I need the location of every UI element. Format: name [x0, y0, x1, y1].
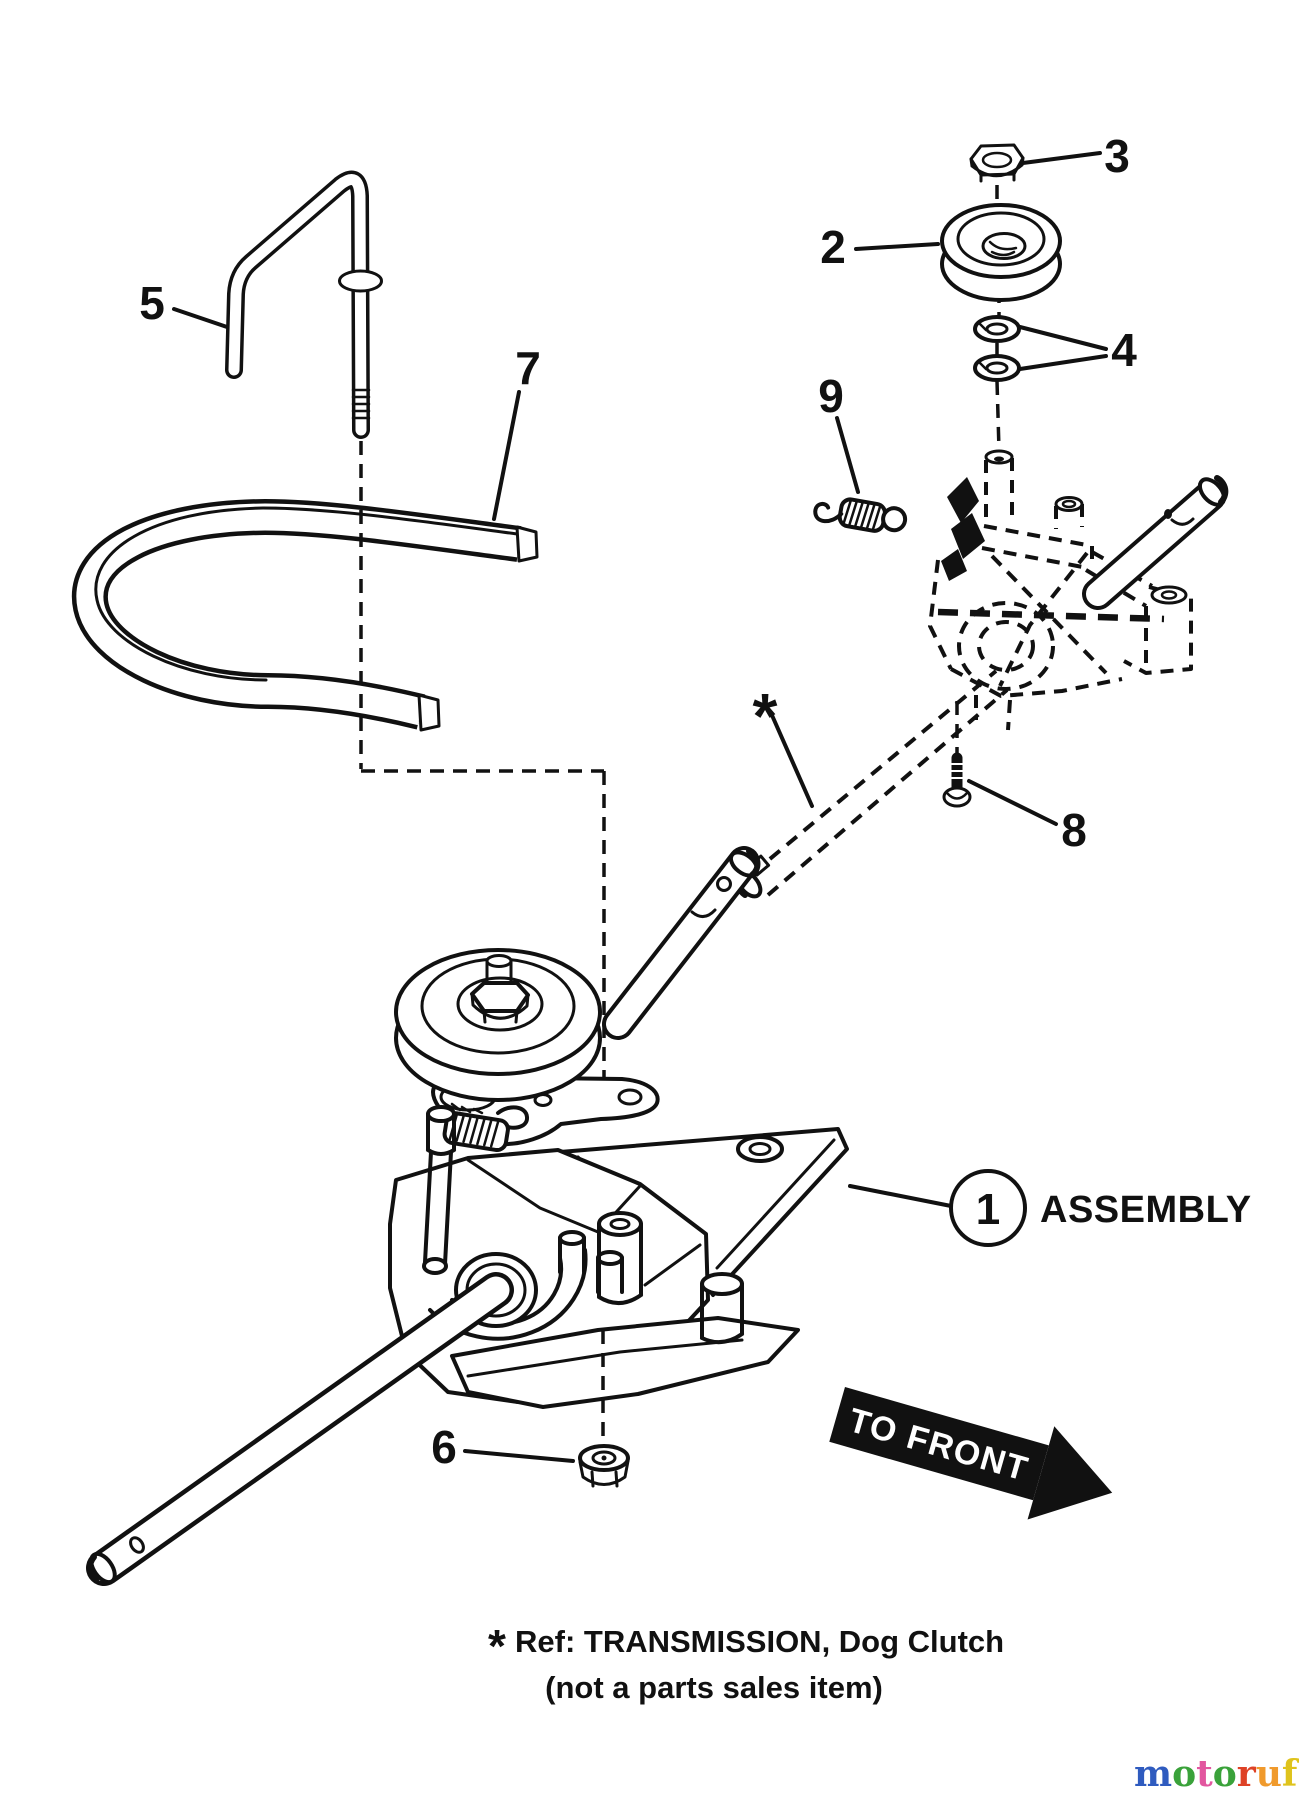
watermark-logo[interactable]: motoruf.de	[1134, 1753, 1299, 1795]
axle-shaft	[86, 1272, 514, 1586]
callout-leader-lines	[172, 151, 1108, 1463]
callout-part4-label: 4	[1111, 324, 1137, 376]
footnote-marker: *	[488, 1620, 506, 1672]
input-shaft	[602, 846, 761, 1040]
footnote-line1: Ref: TRANSMISSION, Dog Clutch	[515, 1624, 1004, 1659]
logo-letter: f	[1282, 1753, 1299, 1795]
logo-suffix: .de	[1297, 1766, 1299, 1791]
callout-part6-label: 6	[431, 1421, 457, 1473]
hex-nut-part3	[969, 143, 1025, 183]
callout-asterisk: *	[753, 680, 778, 752]
idler-pulley-part2	[940, 185, 1062, 451]
washers-part4	[973, 315, 1021, 382]
tension-spring	[426, 1105, 510, 1156]
to-front-arrow: TO FRONT	[829, 1387, 1113, 1520]
logo-letter: o	[1213, 1753, 1237, 1795]
ghost-transmission	[928, 449, 1229, 731]
assembly-callout-label: ASSEMBLY	[1040, 1189, 1252, 1231]
rod-part5	[225, 170, 383, 439]
to-front-arrowhead-icon	[1027, 1426, 1113, 1520]
main-assembly	[86, 846, 849, 1586]
footnote-line2: (not a parts sales item)	[545, 1670, 883, 1705]
logo-letter: r	[1237, 1753, 1257, 1795]
to-front-banner	[829, 1387, 1049, 1501]
logo-letter: t	[1196, 1753, 1213, 1795]
assembly-callout: 1 ASSEMBLY	[949, 1169, 1252, 1247]
logo-letter: m	[1134, 1753, 1172, 1795]
flange-nut-part6	[578, 1330, 630, 1488]
callout-part7-label: 7	[515, 342, 541, 394]
mount-posts	[558, 1211, 744, 1345]
main-pulley	[394, 948, 602, 1102]
callout-part3-label: 3	[1104, 130, 1130, 182]
callout-part8-label: 8	[1061, 804, 1087, 856]
belt-part7	[71, 499, 539, 732]
pulley-nut	[470, 954, 530, 1024]
logo-letter: u	[1256, 1753, 1282, 1795]
callout-part9-label: 9	[818, 370, 844, 422]
logo-letter: o	[1172, 1753, 1196, 1795]
footnote: * Ref: TRANSMISSION, Dog Clutch (not a p…	[488, 1620, 1004, 1705]
bolt-part8	[942, 701, 972, 808]
spring-part9	[813, 497, 908, 533]
assembly-callout-number: 1	[976, 1185, 1000, 1234]
assembly-callout-circle	[949, 1169, 1027, 1247]
ghost-axle-stub	[1082, 475, 1229, 610]
svg-text:motoruf.de: motoruf.de	[1134, 1753, 1299, 1795]
callout-part5-label: 5	[139, 277, 165, 329]
link-rod	[422, 1150, 453, 1275]
rod-collar	[338, 269, 383, 293]
callout-part2-label: 2	[820, 221, 846, 273]
